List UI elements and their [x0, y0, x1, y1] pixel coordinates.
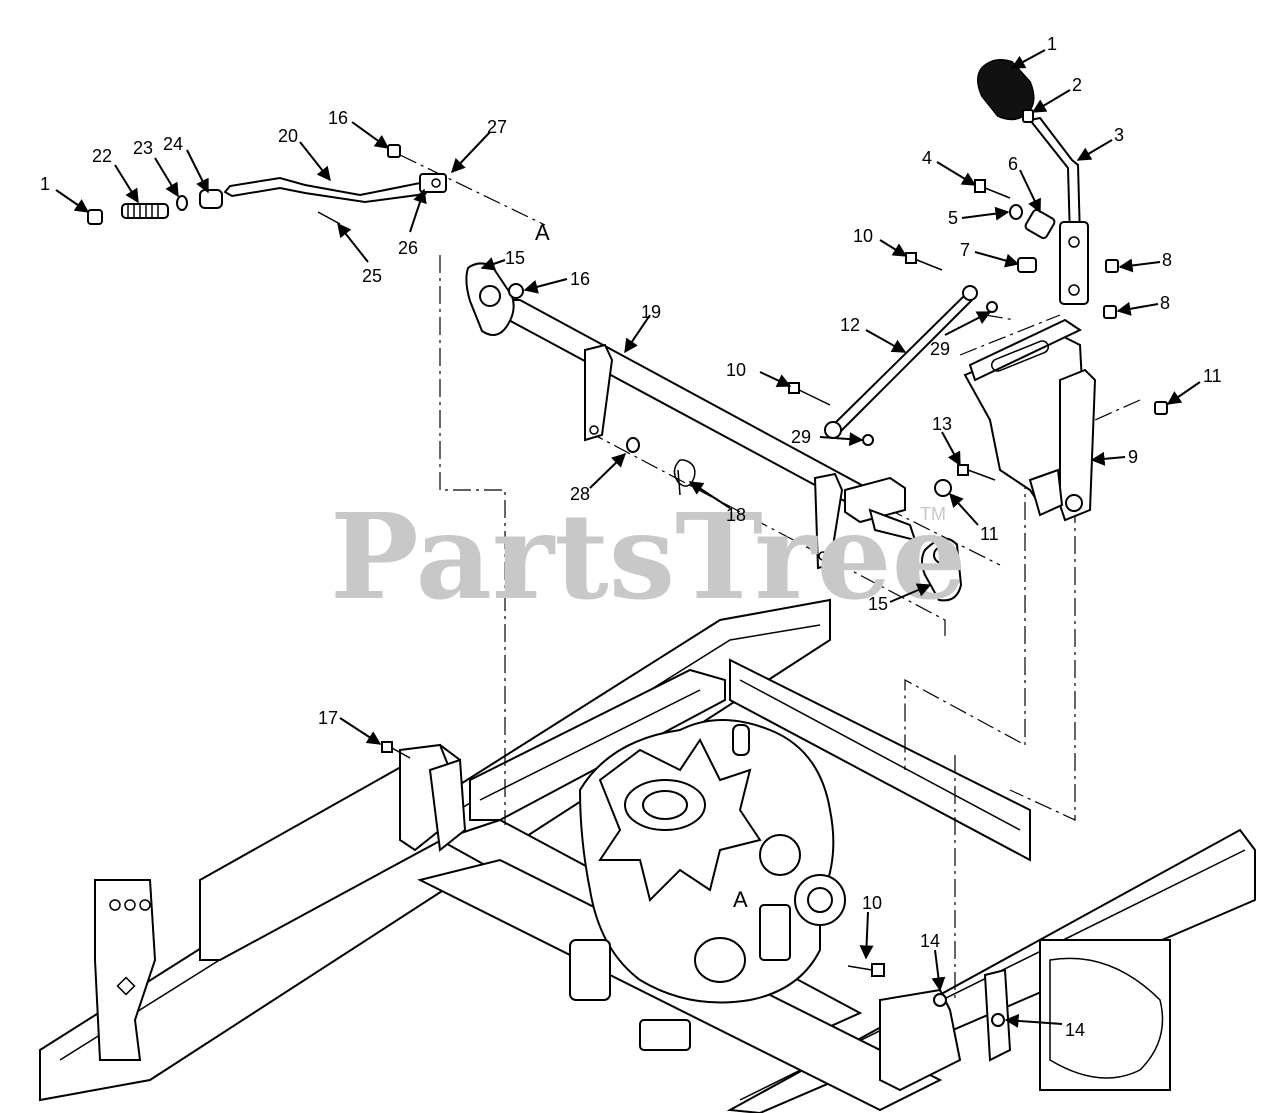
callout-27: 27: [487, 117, 507, 137]
callout-14-right: 14: [1065, 1020, 1085, 1040]
callout-17: 17: [318, 708, 338, 728]
callout-4: 4: [922, 148, 932, 168]
watermark-text: PartsTree: [330, 487, 967, 626]
callout-16-top: 16: [328, 108, 348, 128]
callout-28: 28: [570, 484, 590, 504]
callout-15-right: 15: [868, 594, 888, 614]
reference-letter-a-bottom: A: [733, 887, 748, 912]
callout-1-knob: 1: [1047, 34, 1057, 54]
callout-18: 18: [726, 505, 746, 525]
callout-14-left: 14: [920, 931, 940, 951]
callout-20: 20: [278, 126, 298, 146]
callout-16-middle: 16: [570, 269, 590, 289]
spring-22: [121, 203, 169, 219]
callout-3: 3: [1114, 125, 1124, 145]
callout-29-lower: 29: [791, 427, 811, 447]
callout-8-lower: 8: [1160, 293, 1170, 313]
callout-10-upper: 10: [853, 226, 873, 246]
callout-6: 6: [1008, 154, 1018, 174]
callout-26: 26: [398, 238, 418, 258]
callout-1-left: 1: [40, 174, 50, 194]
callout-11-right: 11: [1203, 366, 1222, 386]
callout-8-upper: 8: [1162, 250, 1172, 270]
callout-9: 9: [1128, 447, 1138, 467]
callout-11-center: 11: [980, 524, 999, 544]
callout-5: 5: [948, 208, 958, 228]
callout-2: 2: [1072, 75, 1082, 95]
lower-bolts: [381, 741, 1005, 1027]
watermark-tm: TM: [920, 504, 946, 524]
callout-29-upper: 29: [930, 339, 950, 359]
reference-letter-a-top: A: [535, 220, 550, 245]
callout-leaders: [55, 49, 1201, 1028]
chassis-frame: [39, 598, 1256, 1113]
callout-13: 13: [932, 414, 952, 434]
spring-6: [1024, 208, 1056, 240]
watermark: PartsTree TM: [330, 487, 967, 626]
callout-23: 23: [133, 138, 153, 158]
callout-7: 7: [960, 240, 970, 260]
callout-10-lower: 10: [862, 893, 882, 913]
callout-10-middle: 10: [726, 360, 746, 380]
callout-12: 12: [840, 315, 860, 335]
callout-25: 25: [362, 266, 382, 286]
callout-19: 19: [641, 302, 661, 322]
callout-22: 22: [92, 146, 112, 166]
control-linkage: [87, 59, 1168, 602]
callout-labels: 1 2 3 4 5 6 7 8 8 10 12 29 11 10 29 13 9…: [40, 34, 1222, 1040]
callout-15-left: 15: [505, 248, 525, 268]
callout-24: 24: [163, 134, 183, 154]
transaxle: [569, 719, 846, 1051]
